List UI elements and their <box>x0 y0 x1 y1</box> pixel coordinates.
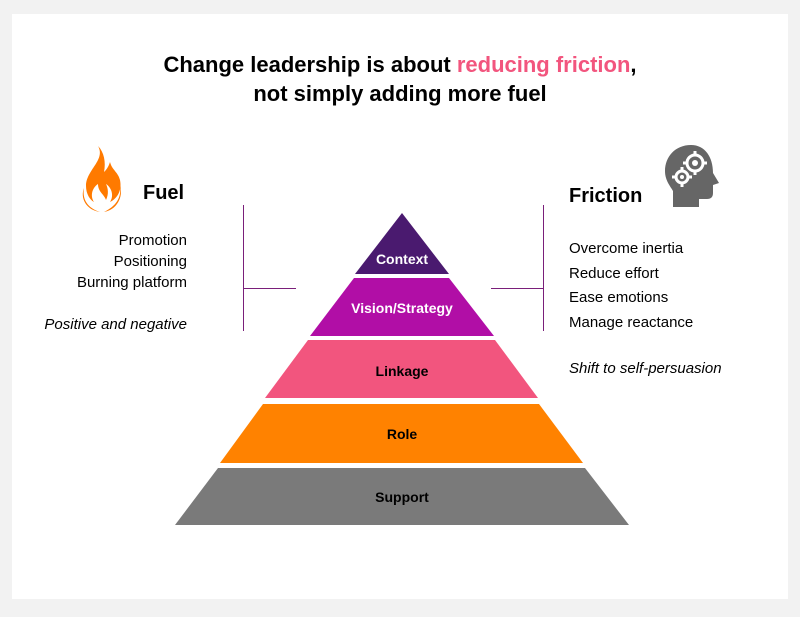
friction-list: Overcome inertia Reduce effort Ease emot… <box>569 237 693 335</box>
head-gears-icon <box>661 143 723 214</box>
slide-title: Change leadership is about reducing fric… <box>0 50 800 108</box>
pyramid-tier-linkage <box>265 340 538 398</box>
fuel-item: Promotion <box>118 232 187 249</box>
title-line-2: not simply adding more fuel <box>253 81 547 106</box>
pyramid-label-linkage: Linkage <box>376 363 429 379</box>
fuel-connector-line <box>243 288 296 289</box>
friction-connector-line <box>491 288 543 289</box>
title-suffix: , <box>630 52 637 77</box>
fuel-item: Positioning <box>113 253 187 270</box>
friction-note: Shift to self-persuasion <box>569 360 722 377</box>
title-line-1: Change leadership is about reducing fric… <box>0 50 800 79</box>
pyramid-tier-vision-strategy <box>310 278 494 336</box>
fuel-list: Promotion Positioning Burning platform <box>77 230 187 293</box>
pyramid-label-role: Role <box>387 426 418 442</box>
fuel-bracket-line <box>243 205 244 331</box>
friction-item: Manage reactance <box>569 313 694 331</box>
fuel-heading: Fuel <box>143 182 185 204</box>
title-accent: reducing friction <box>456 52 631 77</box>
friction-bracket-line <box>543 205 544 331</box>
fuel-note: Positive and negative <box>44 316 187 333</box>
pyramid-tier-context <box>355 213 449 274</box>
pyramid-label-support: Support <box>375 489 429 505</box>
flame-icon <box>76 144 128 219</box>
friction-item: Ease emotions <box>569 289 669 306</box>
friction-heading: Friction <box>569 185 643 207</box>
pyramid-tier-support <box>175 468 629 525</box>
pyramid-tier-role <box>220 404 583 463</box>
friction-item: Reduce effort <box>569 264 659 282</box>
title-prefix: Change leadership is about <box>163 52 457 77</box>
pyramid-label-context: Context <box>376 251 428 267</box>
fuel-item: Burning platform <box>76 274 187 291</box>
friction-item: Overcome inertia <box>569 240 684 257</box>
pyramid-label-vision-strategy: Vision/Strategy <box>351 300 453 316</box>
